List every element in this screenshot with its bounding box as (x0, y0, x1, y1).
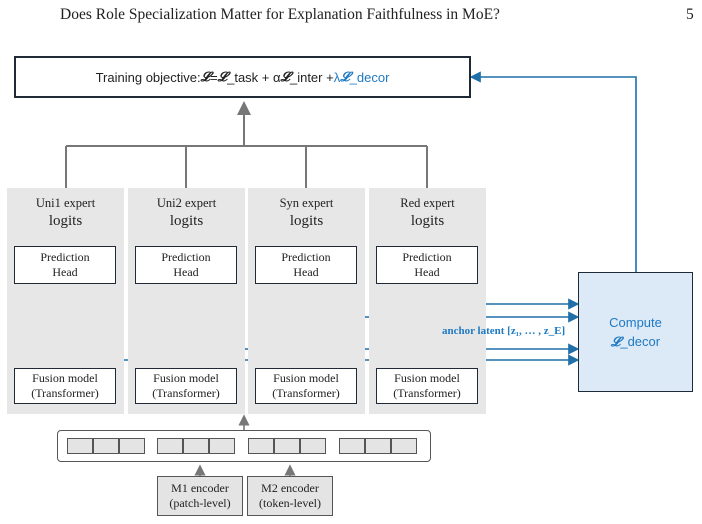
expert-column-uni1: Uni1 expert logits Prediction Head Fusio… (7, 188, 124, 414)
objective-loss-symbol: 𝓛 (217, 69, 228, 84)
decor-line1: Compute (609, 315, 662, 330)
anchor-latent-label: anchor latent [z₁, … , z_E] (442, 325, 566, 337)
compute-decor-box: Compute 𝓛_decor (578, 272, 693, 392)
logits-label: logits (48, 213, 83, 229)
m1-encoder-box: M1 encoder (patch-level) (157, 476, 243, 516)
logits-label: logits (410, 213, 445, 229)
prediction-head: Prediction Head (135, 246, 237, 284)
fusion-model: Fusion model (Transformer) (255, 368, 357, 404)
objective-loss-symbol: 𝓛 (280, 69, 290, 84)
objective-task-term: _task + α (227, 69, 281, 85)
fusion-model: Fusion model (Transformer) (376, 368, 478, 404)
token-cell (209, 438, 235, 454)
token-cell (157, 438, 183, 454)
token-cell (93, 438, 119, 454)
expert-label: Red expert (400, 196, 455, 210)
token-cell (183, 438, 209, 454)
objective-equals: = (210, 69, 218, 85)
objective-inter-term: _inter + (289, 69, 334, 85)
expert-column-uni2: Uni2 expert logits Prediction Head Fusio… (128, 188, 245, 414)
token-cell (365, 438, 391, 454)
token-to-fusion-lines (194, 414, 296, 476)
decor-feedback-arrow (469, 71, 637, 272)
token-cell (339, 438, 365, 454)
expert-label: Uni1 expert (35, 196, 96, 210)
decor-line2: 𝓛_decor (610, 334, 661, 349)
objective-lambda: λ (333, 69, 341, 85)
token-cell (391, 438, 417, 454)
objective-decor-term: _decor (349, 69, 390, 85)
fusion-model: Fusion model (Transformer) (135, 368, 237, 404)
expert-label: Uni2 expert (156, 196, 217, 210)
token-cell (274, 438, 300, 454)
page-header-title: Does Role Specialization Matter for Expl… (60, 6, 500, 23)
token-sequence-bar (57, 430, 431, 462)
expert-label: Syn expert (279, 196, 334, 210)
training-objective-box: Training objective: 𝓛 = 𝓛 _task + α 𝓛 _i… (14, 56, 471, 98)
token-cell (119, 438, 145, 454)
prediction-head: Prediction Head (376, 246, 478, 284)
fusion-model: Fusion model (Transformer) (14, 368, 116, 404)
prediction-head: Prediction Head (14, 246, 116, 284)
m2-encoder-box: M2 encoder (token-level) (247, 476, 333, 516)
token-cell (67, 438, 93, 454)
objective-loss-symbol: 𝓛 (340, 69, 350, 84)
objective-prefix: Training objective: (95, 69, 201, 85)
expert-column-syn: Syn expert logits Prediction Head Fusion… (248, 188, 365, 414)
logits-label: logits (289, 213, 324, 229)
prediction-head: Prediction Head (255, 246, 357, 284)
expert-column-red: Red expert logits Prediction Head Fusion… (369, 188, 486, 414)
objective-loss-symbol: 𝓛 (200, 69, 211, 84)
token-cell (300, 438, 326, 454)
token-cell (248, 438, 274, 454)
page-number: 5 (686, 6, 694, 23)
aggregation-lines (65, 101, 428, 188)
logits-label: logits (169, 213, 204, 229)
